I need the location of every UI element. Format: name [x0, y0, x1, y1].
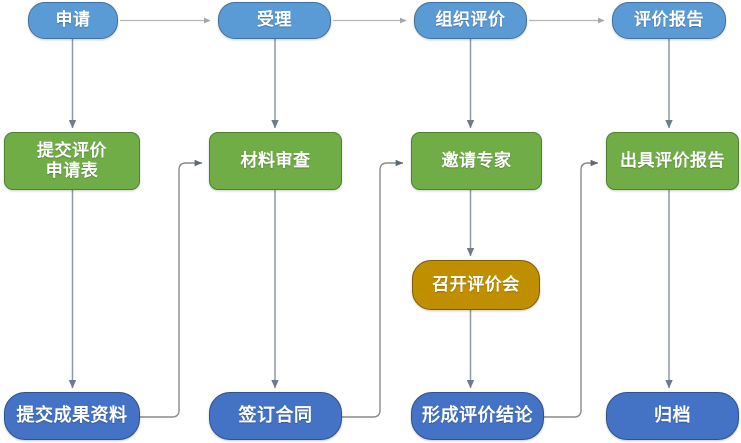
- edge-conclusion-to-issue-report: [544, 159, 599, 418]
- node-submit-result-materials-label: 提交成果资料: [16, 405, 128, 427]
- node-sign-contract[interactable]: 签订合同: [209, 392, 342, 440]
- node-hold-evaluation-meeting[interactable]: 召开评价会: [412, 260, 540, 310]
- node-submit-result-materials[interactable]: 提交成果资料: [4, 392, 140, 440]
- edge-sign-contract-to-invite-experts: [342, 159, 404, 418]
- node-invite-experts-label: 邀请专家: [441, 150, 512, 171]
- node-evaluation-report-label: 评价报告: [634, 10, 704, 31]
- node-organize-evaluation-label: 组织评价: [435, 10, 506, 31]
- edge-submit-results-to-material-review: [140, 159, 203, 418]
- node-accept[interactable]: 受理: [218, 2, 331, 39]
- node-issue-evaluation-report[interactable]: 出具评价报告: [606, 132, 739, 190]
- node-invite-experts[interactable]: 邀请专家: [411, 132, 542, 190]
- node-apply[interactable]: 申请: [28, 2, 118, 39]
- node-issue-evaluation-report-label: 出具评价报告: [620, 150, 725, 171]
- node-hold-evaluation-meeting-label: 召开评价会: [432, 274, 520, 295]
- node-material-review-label: 材料审查: [240, 150, 311, 171]
- node-apply-label: 申请: [55, 10, 91, 31]
- node-sign-contract-label: 签订合同: [238, 405, 313, 427]
- node-submit-application-form[interactable]: 提交评价 申请表: [4, 132, 140, 190]
- node-organize-evaluation[interactable]: 组织评价: [414, 2, 527, 39]
- node-evaluation-report[interactable]: 评价报告: [612, 2, 726, 39]
- node-archive[interactable]: 归档: [606, 392, 739, 440]
- node-form-evaluation-conclusion-label: 形成评价结论: [422, 405, 533, 427]
- node-material-review[interactable]: 材料审查: [209, 132, 342, 190]
- node-archive-label: 归档: [654, 405, 691, 427]
- node-form-evaluation-conclusion[interactable]: 形成评价结论: [411, 392, 544, 440]
- node-submit-application-form-label: 提交评价 申请表: [37, 140, 107, 181]
- node-accept-label: 受理: [257, 10, 292, 31]
